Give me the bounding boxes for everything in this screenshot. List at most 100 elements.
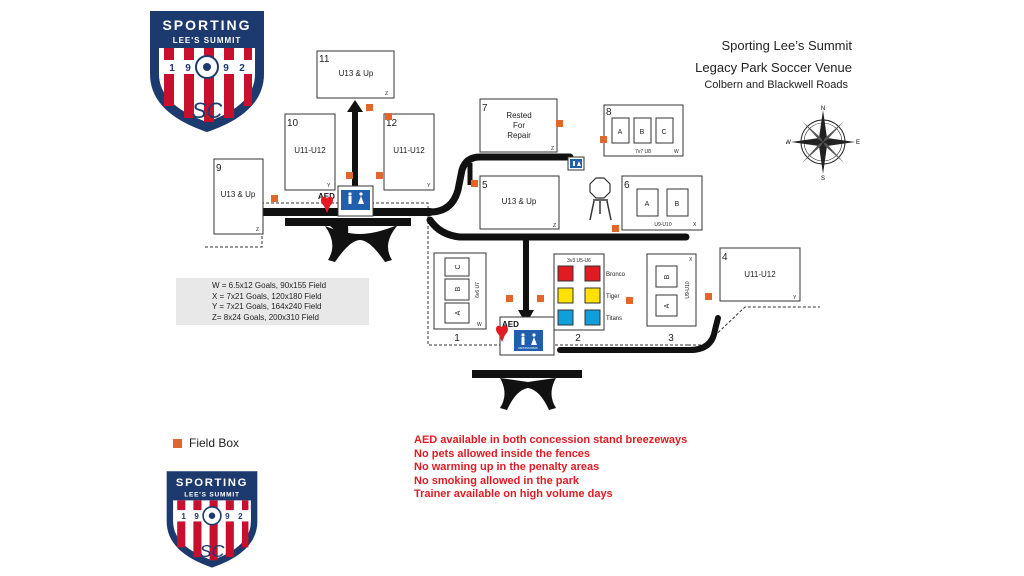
team-square-yellow (584, 287, 601, 304)
venue-name-title: Legacy Park Soccer Venue (695, 60, 852, 75)
svg-text:RESTROOMS: RESTROOMS (518, 346, 537, 350)
logo-stripes (164, 48, 252, 122)
concession-south: AED RESTROOMS (495, 316, 555, 356)
svg-text:C: C (661, 129, 666, 136)
field-box-marker (600, 136, 607, 143)
svg-text:U13 & Up: U13 & Up (221, 190, 256, 199)
svg-text:7v7 U8: 7v7 U8 (635, 149, 651, 155)
svg-text:U11-U12: U11-U12 (294, 146, 326, 155)
field-9: 9 U13 & Up Z (213, 158, 264, 235)
logo-year-digit: 9 (223, 63, 229, 74)
team-square-yellow (557, 287, 574, 304)
logo-year-digit: 2 (239, 63, 245, 74)
logo-sub-text: LEE'S SUMMIT (184, 491, 239, 498)
svg-text:9: 9 (216, 163, 222, 174)
octagon-shelter-icon (589, 177, 611, 199)
svg-text:12: 12 (386, 118, 398, 129)
svg-text:7: 7 (482, 103, 488, 114)
aed-heart-icon (495, 325, 509, 342)
field-box-marker (556, 120, 563, 127)
svg-text:W: W (477, 322, 482, 328)
field-7: 7 Rested For Repair Z (479, 98, 558, 153)
svg-text:U9-U10: U9-U10 (654, 222, 671, 228)
svg-text:SC: SC (200, 541, 225, 561)
team-square-blue (584, 309, 601, 326)
legend-line: W = 6.5x12 Goals, 90x155 Field (212, 281, 327, 290)
field-box-marker (612, 225, 619, 232)
restroom-icon (570, 159, 582, 168)
road-arrow-icon (347, 100, 363, 112)
field-boxes (271, 104, 712, 304)
svg-text:B: B (455, 286, 462, 291)
rule-line: No pets allowed inside the fences (414, 447, 591, 460)
svg-text:U11-U12: U11-U12 (744, 270, 776, 279)
restroom-east (567, 156, 585, 171)
svg-text:Y: Y (427, 183, 431, 189)
svg-text:U13 & Up: U13 & Up (502, 197, 537, 206)
rule-line: No warming up in the penalty areas (414, 461, 600, 473)
compass-n: N (821, 106, 825, 112)
compass-e: E (856, 140, 860, 146)
venue-location: Colbern and Blackwell Roads (704, 79, 848, 91)
svg-text:6v6 U7: 6v6 U7 (475, 282, 481, 298)
svg-text:9: 9 (194, 512, 199, 521)
logo-top-text: SPORTING (162, 17, 251, 33)
team-titans: Titans (606, 316, 622, 322)
field-box-marker (471, 180, 478, 187)
aed-label: AED (318, 192, 335, 201)
restroom-icon (341, 190, 370, 210)
field-1: C B A 6v6 U7 W (433, 252, 487, 330)
field-10: 10 U11-U12 Y (284, 113, 336, 191)
svg-text:B: B (664, 274, 671, 279)
svg-text:X: X (689, 257, 693, 263)
field-box-marker (537, 295, 544, 302)
field-11: 11 U13 & Up Z (316, 50, 395, 99)
svg-text:Z: Z (385, 91, 388, 97)
svg-text:10: 10 (287, 118, 299, 129)
svg-text:C: C (455, 264, 462, 269)
field-12: 12 U11-U12 Y (383, 113, 435, 191)
park-rules: AED available in both concession stand b… (414, 434, 687, 502)
svg-text:1: 1 (181, 512, 186, 521)
venue-org-title: Sporting Lee’s Summit (721, 38, 852, 53)
field-3-number: 3 (668, 333, 674, 344)
field-box-marker (385, 113, 392, 120)
svg-text:Y: Y (327, 183, 331, 189)
aed-label: AED (502, 320, 519, 329)
field-box-label: Field Box (189, 436, 240, 450)
logo-year-digit: 9 (185, 63, 191, 74)
svg-text:8: 8 (606, 107, 612, 118)
field-1-number: 1 (454, 333, 460, 344)
svg-text:A: A (645, 201, 650, 208)
tower-icon (589, 199, 612, 221)
logo-top-text: SPORTING (176, 477, 248, 489)
compass-s: S (821, 176, 825, 180)
svg-text:6: 6 (624, 180, 630, 191)
team-square-blue (557, 309, 574, 326)
svg-text:2: 2 (238, 512, 243, 521)
logo-sub-text: LEE'S SUMMIT (173, 36, 242, 45)
svg-text:A: A (455, 310, 462, 315)
field-4: 4 U11-U12 Y (719, 247, 801, 302)
field-6: 6 A B U9-U10 X (621, 175, 703, 231)
team-bronco: Bronco (606, 272, 626, 278)
svg-text:For: For (513, 121, 525, 130)
restroom-icon (514, 330, 543, 351)
field-2: 3v3 U5-U6 (553, 253, 605, 331)
svg-text:Z: Z (551, 146, 554, 152)
svg-text:U13 & Up: U13 & Up (339, 69, 374, 78)
team-tiger: Tiger (606, 294, 619, 300)
svg-text:11: 11 (319, 54, 330, 65)
field-box-marker (705, 293, 712, 300)
logo-year-digit: 1 (169, 63, 175, 74)
svg-text:Z: Z (256, 227, 259, 233)
rule-line: AED available in both concession stand b… (414, 434, 688, 446)
svg-text:4: 4 (722, 252, 728, 263)
svg-text:U11-U12: U11-U12 (393, 146, 425, 155)
svg-text:W: W (674, 149, 679, 155)
team-square-red (584, 265, 601, 282)
concession-north: AED RESTROOMS (318, 185, 374, 217)
svg-text:A: A (618, 129, 623, 136)
field-5: 5 U13 & Up Z (479, 175, 560, 230)
